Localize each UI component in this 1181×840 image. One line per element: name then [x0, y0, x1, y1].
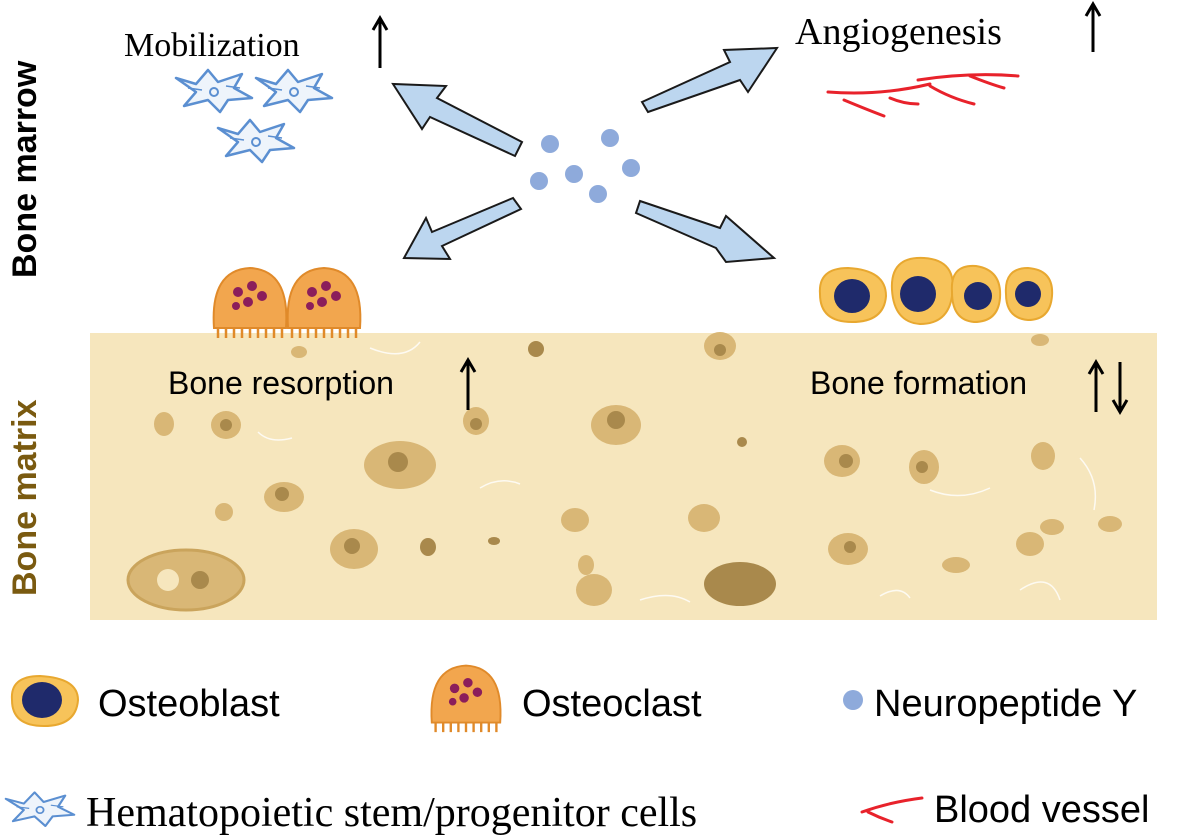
bone-resorption-label: Bone resorption	[168, 365, 394, 401]
hspc-icon	[4, 791, 76, 828]
legend-hspc: Hematopoietic stem/progenitor cells	[4, 790, 697, 836]
arrow-to-resorption	[402, 196, 523, 261]
legend-npy-label: Neuropeptide Y	[874, 683, 1137, 725]
blood-vessel-icon	[860, 796, 924, 824]
legend-osteoclast: Osteoclast	[430, 664, 702, 734]
arrow-to-formation	[634, 199, 777, 264]
up-arrow-icon	[1084, 1, 1102, 52]
npy-dot	[601, 129, 619, 147]
bone-matrix-fibers	[257, 341, 1097, 603]
npy-dot	[589, 185, 607, 203]
legend-osteoblast: Osteoblast	[10, 674, 280, 728]
legend-vessel-label: Blood vessel	[934, 789, 1149, 831]
mobilization-label: Mobilization	[124, 27, 300, 64]
osteoclast-icon	[430, 664, 502, 734]
arrow-to-angiogenesis	[640, 46, 779, 114]
bone-matrix-band	[90, 333, 1157, 620]
bone-matrix-label: Bone matrix	[6, 399, 44, 596]
bone-marrow-label: Bone marrow	[6, 60, 44, 278]
legend-osteoclast-label: Osteoclast	[522, 683, 702, 725]
osteoblast-group	[818, 256, 1054, 326]
npy-dot	[541, 135, 559, 153]
up-arrow-icon	[1087, 359, 1105, 412]
npy-dot	[622, 159, 640, 177]
hspc-group	[174, 68, 334, 164]
bone-matrix-pores	[126, 332, 1122, 612]
legend-npy: Neuropeptide Y	[843, 683, 1137, 725]
npy-cluster	[530, 129, 640, 203]
npy-dot	[565, 165, 583, 183]
npy-dot	[530, 172, 548, 190]
legend-osteoblast-label: Osteoblast	[98, 683, 280, 725]
bone-formation-label: Bone formation	[810, 365, 1027, 401]
block-arrows	[391, 46, 779, 264]
blood-vessel-group	[826, 73, 1020, 118]
osteoclast-group	[212, 266, 362, 340]
angiogenesis-label: Angiogenesis	[795, 11, 1002, 53]
legend-vessel: Blood vessel	[860, 789, 1149, 831]
npy-dot-icon	[843, 690, 863, 710]
up-arrow-icon	[371, 15, 389, 68]
up-arrow-icon	[459, 357, 477, 410]
down-arrow-icon	[1111, 362, 1129, 415]
legend-hspc-label: Hematopoietic stem/progenitor cells	[86, 790, 697, 836]
osteoblast-icon	[22, 682, 62, 718]
arrow-to-mobilization	[391, 82, 524, 158]
